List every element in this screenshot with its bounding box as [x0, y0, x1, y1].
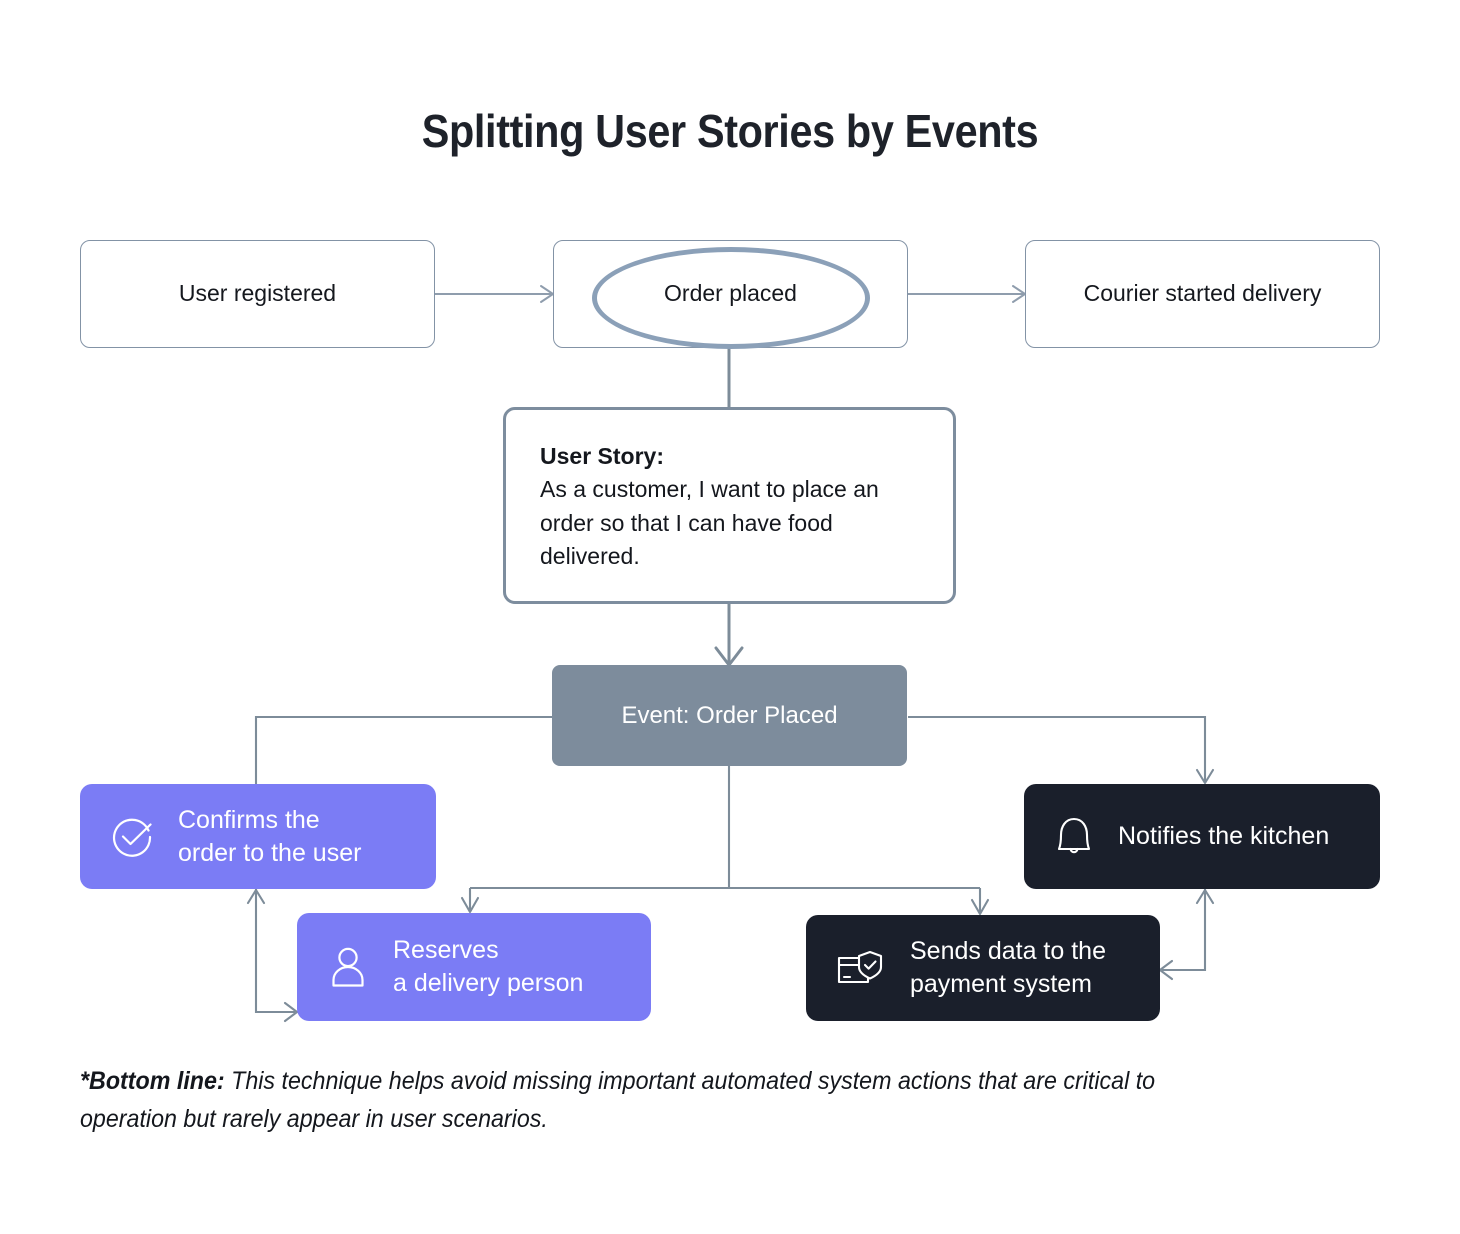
action-card-label: Confirms the order to the user [178, 804, 361, 870]
connector-event-center-split [460, 766, 990, 916]
action-card-sends-payment-data[interactable]: Sends data to the payment system [806, 915, 1160, 1021]
user-story-card: User Story: As a customer, I want to pla… [503, 407, 956, 604]
action-card-confirms-order[interactable]: Confirms the order to the user [80, 784, 436, 889]
event-order-placed-box[interactable]: Event: Order Placed [552, 665, 907, 766]
action-card-label: Reserves a delivery person [393, 934, 583, 1000]
user-story-heading: User Story: [540, 443, 664, 469]
action-label-line1: Confirms the [178, 805, 320, 834]
arrow-user-registered-to-order-placed [435, 285, 554, 303]
bottom-line-text: This technique helps avoid missing impor… [80, 1067, 1156, 1133]
action-card-notifies-kitchen[interactable]: Notifies the kitchen [1024, 784, 1380, 889]
timeline-node-label: Courier started delivery [1083, 280, 1322, 307]
timeline-node-label: User registered [178, 280, 337, 307]
person-icon [325, 943, 371, 991]
timeline-node-label: Order placed [664, 280, 797, 307]
arrow-order-placed-to-courier [908, 285, 1026, 303]
timeline-node-courier-started-delivery[interactable]: Courier started delivery [1025, 240, 1380, 348]
card-shield-icon [834, 944, 888, 992]
action-card-reserves-delivery-person[interactable]: Reserves a delivery person [297, 913, 651, 1021]
bell-icon [1052, 813, 1096, 861]
bottom-line-note: *Bottom line: This technique helps avoid… [80, 1062, 1224, 1138]
action-label-line2: order to the user [178, 838, 362, 867]
page-title: Splitting User Stories by Events [421, 105, 1039, 157]
action-label-line1: Reserves [393, 936, 499, 964]
bottom-line-strong: *Bottom line: [80, 1067, 225, 1095]
timeline-node-user-registered[interactable]: User registered [80, 240, 435, 348]
action-card-label: Notifies the kitchen [1118, 822, 1330, 850]
action-label-line2: a delivery person [393, 969, 584, 997]
timeline-node-order-placed[interactable]: Order placed [553, 240, 908, 348]
arrow-user-story-to-event [714, 604, 744, 667]
event-label: Event: Order Placed [621, 701, 838, 729]
user-story-body: As a customer, I want to place an order … [540, 476, 879, 570]
check-circle-icon [108, 813, 156, 861]
action-label-line2: payment system [910, 970, 1093, 998]
action-card-label: Sends data to the payment system [910, 935, 1106, 1001]
action-label-line1: Sends data to the [910, 937, 1106, 965]
